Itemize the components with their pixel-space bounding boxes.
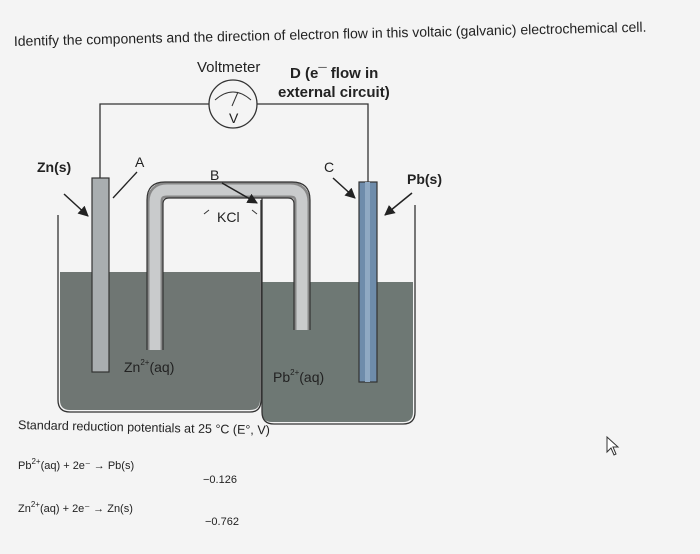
voltmeter-needle xyxy=(231,91,239,107)
voltmeter-scale-arc xyxy=(214,91,252,101)
arrow-from-pb-label xyxy=(384,192,413,216)
wire-right xyxy=(257,103,369,182)
potentials-heading: Standard reduction potentials at 25 °C (… xyxy=(18,418,270,437)
potential-value-2: −0.762 xyxy=(205,516,239,528)
arrow-to-salt-bridge xyxy=(221,182,258,204)
right-beaker xyxy=(261,195,416,425)
marker-a: A xyxy=(135,154,145,170)
wire-left xyxy=(99,103,209,178)
arrow-to-zinc xyxy=(63,193,89,217)
reaction-row-1: Pb2+(aq) + 2e⁻ → Pb(s) xyxy=(18,457,134,472)
lead-electrode-highlight xyxy=(365,182,370,382)
voltmeter-symbol: V xyxy=(229,110,239,126)
right-solution-label: Pb2+(aq) xyxy=(273,368,324,385)
left-solution-label: Zn2+(aq) xyxy=(124,358,174,375)
left-beaker xyxy=(57,200,262,413)
kcl-tick-right xyxy=(251,209,258,215)
kcl-label-bg xyxy=(198,206,260,228)
salt-bridge-inner-edge xyxy=(162,197,295,350)
reaction-row-2: Zn2+(aq) + 2e⁻ → Zn(s) xyxy=(18,500,133,515)
zinc-electrode xyxy=(91,177,110,373)
marker-b: B xyxy=(210,167,219,183)
label-d-line2: external circuit) xyxy=(278,84,390,101)
anode-label: Zn(s) xyxy=(37,159,71,175)
salt-bridge-label: KCl xyxy=(217,209,240,225)
arrow-to-lead xyxy=(332,177,356,199)
kcl-tick-left xyxy=(203,209,210,215)
question-text: Identify the components and the directio… xyxy=(14,19,647,49)
voltmeter-label: Voltmeter xyxy=(197,59,260,76)
potential-value-1: −0.126 xyxy=(203,474,237,486)
pointer-a xyxy=(112,171,138,199)
marker-c: C xyxy=(324,159,334,175)
mouse-pointer-icon xyxy=(606,435,620,456)
cathode-label: Pb(s) xyxy=(407,171,442,187)
right-solution xyxy=(262,282,413,422)
salt-bridge-inner xyxy=(149,184,308,350)
salt-bridge-outer-edge xyxy=(146,181,311,350)
label-d-line1: D (e¯ flow in xyxy=(290,65,378,82)
